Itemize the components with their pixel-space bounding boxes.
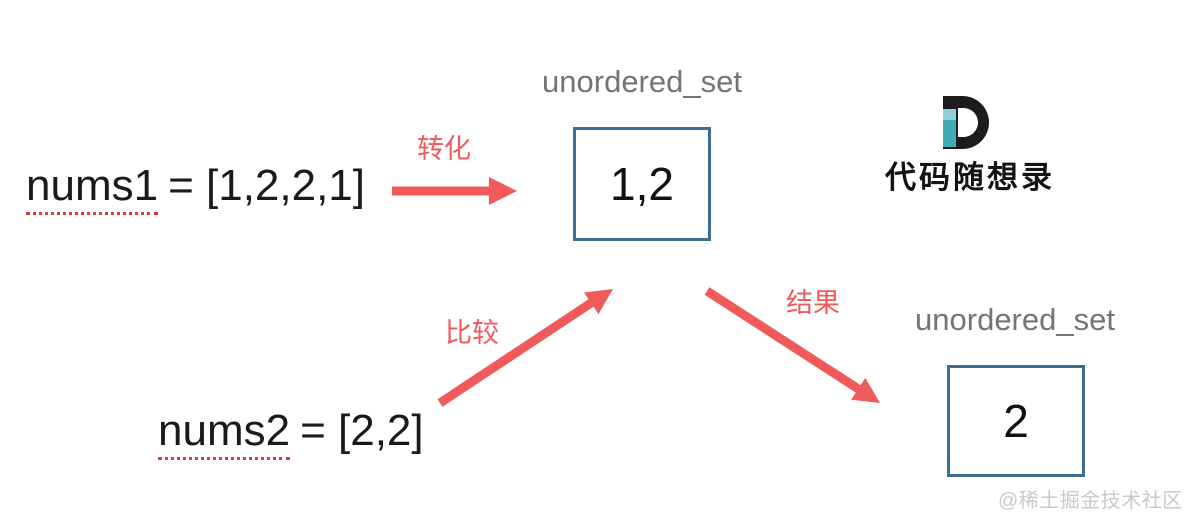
set1-value: 1,2 xyxy=(610,158,674,210)
transform-arrow xyxy=(392,177,517,205)
set2-type-label: unordered_set xyxy=(915,302,1115,337)
nums1-expression: nums1= [1,2,2,1] xyxy=(26,161,366,215)
code-thoughts-logo: 代码随想录 xyxy=(870,94,1070,196)
nums2-variable: nums2 xyxy=(158,406,291,460)
compare-arrow-label: 比较 xyxy=(445,318,499,348)
logo-d-icon xyxy=(943,96,989,149)
nums1-value: = [1,2,2,1] xyxy=(168,161,366,210)
logo-brand-name: 代码随想录 xyxy=(885,160,1055,196)
result-arrow-label: 结果 xyxy=(786,288,840,318)
set1-type-label: unordered_set xyxy=(542,64,742,99)
transform-arrow-label: 转化 xyxy=(417,134,471,164)
set2-box: 2 xyxy=(947,365,1085,477)
nums2-expression: nums2= [2,2] xyxy=(158,406,424,460)
nums2-value: = [2,2] xyxy=(300,406,424,455)
set1-box: 1,2 xyxy=(573,127,711,241)
juejin-watermark: @稀土掘金技术社区 xyxy=(998,490,1183,512)
nums1-variable: nums1 xyxy=(26,161,159,215)
set2-value: 2 xyxy=(1003,395,1029,447)
